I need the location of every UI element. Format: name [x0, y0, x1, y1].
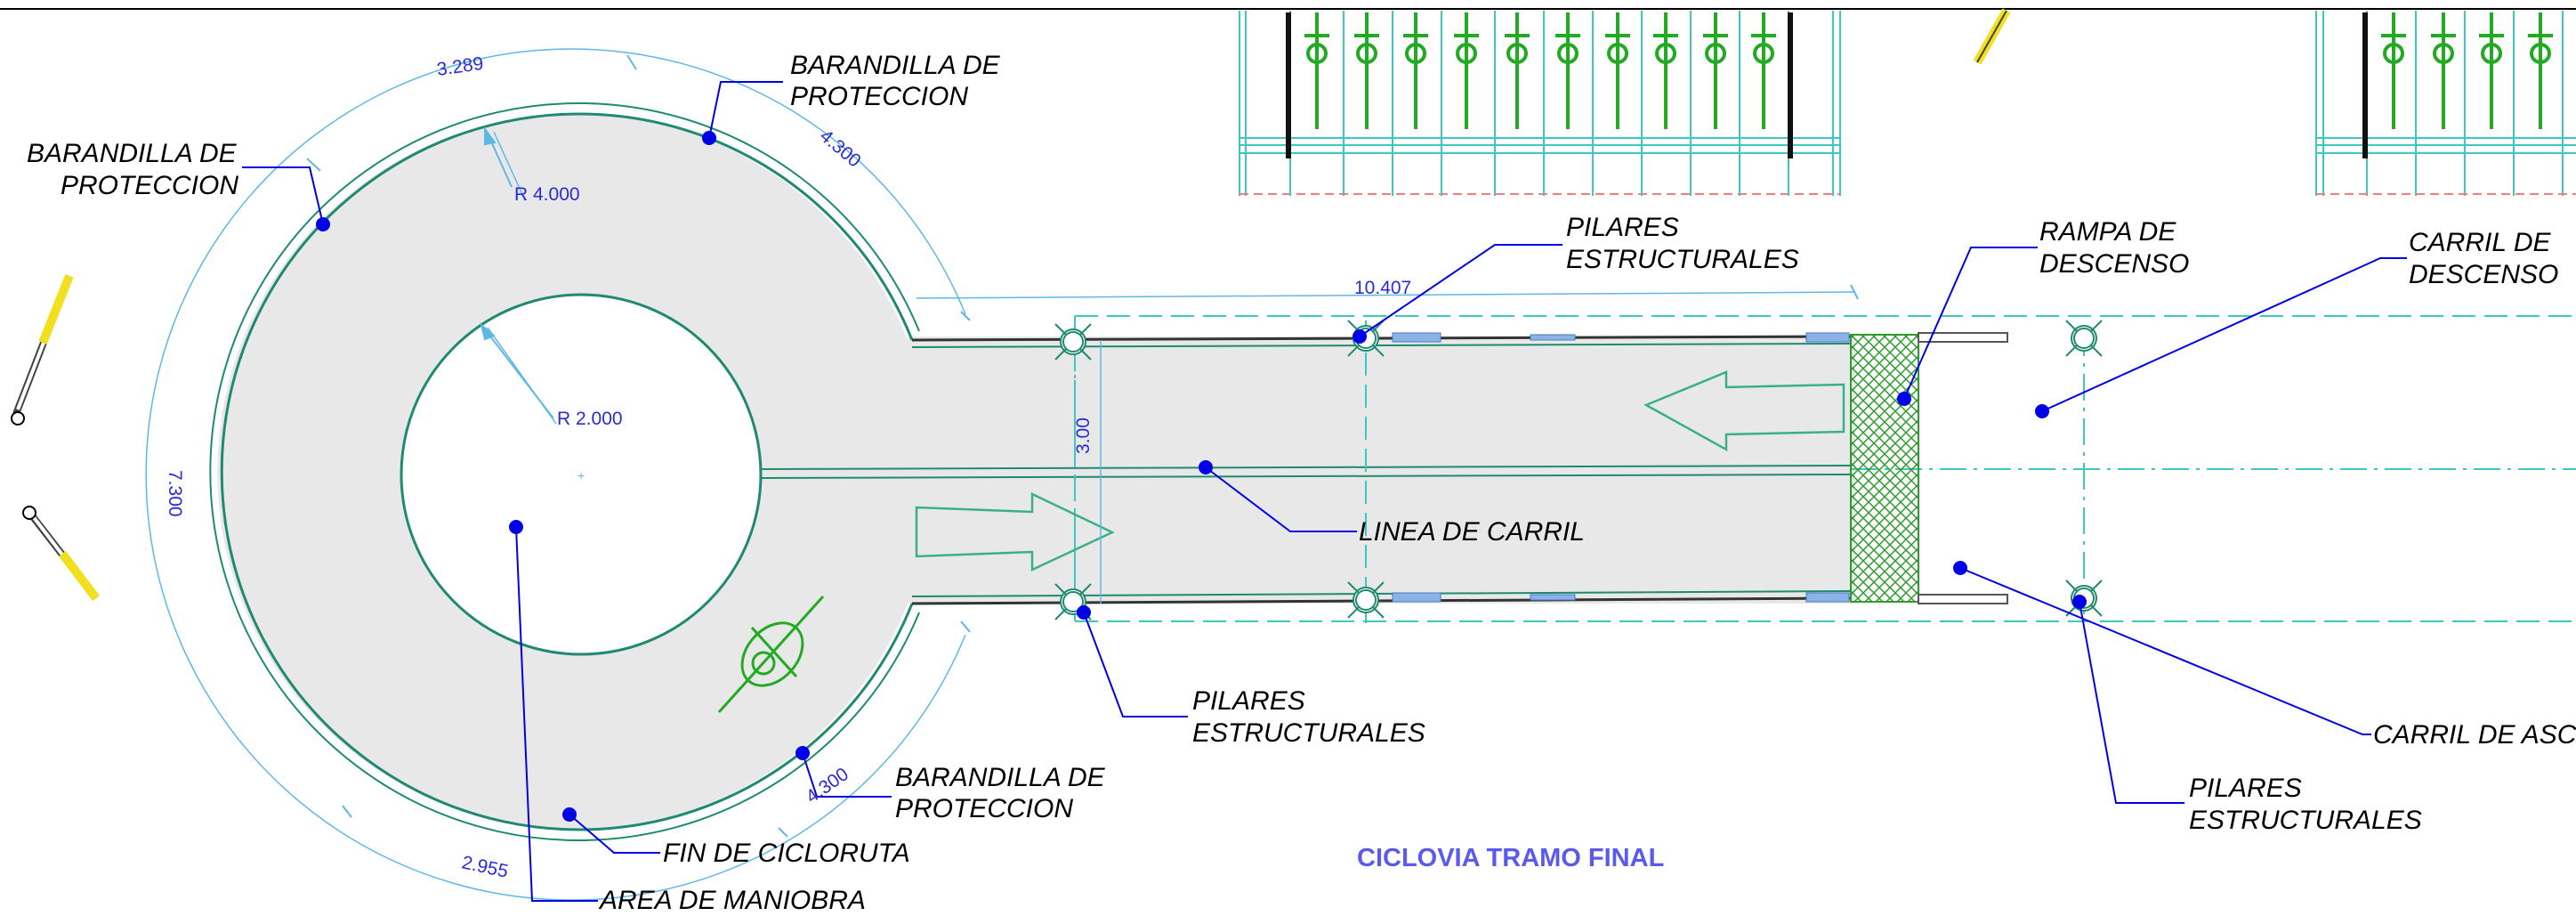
label-fin-cicloruta: FIN DE CICLORUTA — [663, 839, 910, 868]
arrow-left-icon — [1643, 370, 1845, 452]
label-pilares-right-line1: PILARES — [2189, 774, 2302, 803]
dim-length-top: 10.407 — [1354, 278, 1411, 298]
barandilla-outer-double-line — [209, 102, 920, 841]
ramp-descent-hatched — [1850, 334, 1919, 603]
label-barandilla-bottom-line2: PROTECCION — [895, 794, 1073, 823]
label-pilares-top-line1: PILARES — [1566, 213, 1679, 242]
lane-paving — [908, 336, 1855, 604]
dim-radius-outer: R 4.000 — [514, 184, 580, 205]
label-barandilla-top-line1: BARANDILLA DE — [790, 51, 1001, 80]
bicycles-parked-left — [1286, 12, 1793, 158]
dim-arc-left: 7.300 — [165, 470, 185, 517]
label-barandilla-left-line1: BARANDILLA DE — [27, 139, 238, 168]
label-barandilla-top-line2: PROTECCION — [790, 82, 968, 111]
bicycle-yellow-left-upper-icon — [11, 274, 74, 426]
label-area-maniobra: AREA DE MANIOBRA — [598, 886, 866, 915]
drawing-title: CICLOVIA TRAMO FINAL — [1357, 844, 1664, 872]
dim-arc-top-left: 3.289 — [435, 53, 484, 80]
rail-markers — [1392, 332, 1850, 603]
leader-lines — [242, 81, 2407, 902]
bike-parking-rack-right — [2315, 11, 2576, 196]
roundabout-paving — [217, 113, 912, 830]
dim-arc-top-right: 4.300 — [816, 126, 865, 171]
dashdot-axis-lines — [1074, 329, 2576, 614]
dimension-ticks — [306, 54, 1859, 838]
bike-parking-rack-left — [1239, 11, 1841, 196]
label-carril-descenso-line2: DESCENSO — [2409, 260, 2558, 289]
label-barandilla-bottom-line1: BARANDILLA DE — [895, 763, 1106, 792]
label-pilares-top-line2: ESTRUCTURALES — [1566, 245, 1799, 274]
dim-arc-bottom-left: 2.955 — [460, 852, 510, 881]
label-linea-carril: LINEA DE CARRIL — [1359, 517, 1585, 547]
label-pilares-right-line2: ESTRUCTURALES — [2189, 806, 2422, 835]
label-rampa-line1: RAMPA DE — [2039, 217, 2176, 247]
bicycles-parked-right — [2362, 12, 2553, 158]
roundabout-outer-wall — [220, 112, 914, 831]
lane-divider — [760, 465, 1852, 479]
label-pilares-bottom-line1: PILARES — [1192, 686, 1305, 716]
central-island — [400, 293, 763, 656]
label-carril-ascenso: CARRIL DE ASC — [2373, 720, 2576, 750]
ramp-edge-lines — [1918, 332, 2008, 604]
bicycle-yellow-left-lower-icon — [22, 506, 100, 602]
label-barandilla-left-line2: PROTECCION — [61, 171, 238, 200]
arrow-right-icon — [915, 492, 1115, 571]
label-pilares-bottom-line2: ESTRUCTURALES — [1192, 718, 1425, 748]
dim-lane-width: 3.00 — [1073, 417, 1094, 454]
pillar-bottom-2-icon — [1347, 581, 1385, 619]
pillar-top-1-icon — [1054, 323, 1092, 361]
dimension-lines — [145, 48, 1856, 901]
label-rampa-line2: DESCENSO — [2039, 249, 2189, 279]
structural-pillars — [1054, 320, 2103, 620]
label-carril-descenso-line1: CARRIL DE — [2409, 228, 2551, 257]
dim-radius-inner: R 2.000 — [557, 409, 623, 429]
bicycle-yellow-top-icon — [1973, 8, 2011, 65]
cyclist-icon — [717, 595, 825, 714]
pillar-top-3-icon — [2065, 320, 2103, 357]
leader-dots — [316, 131, 2087, 822]
radius-lines — [480, 126, 554, 419]
island-center-mark: + — [577, 468, 585, 482]
